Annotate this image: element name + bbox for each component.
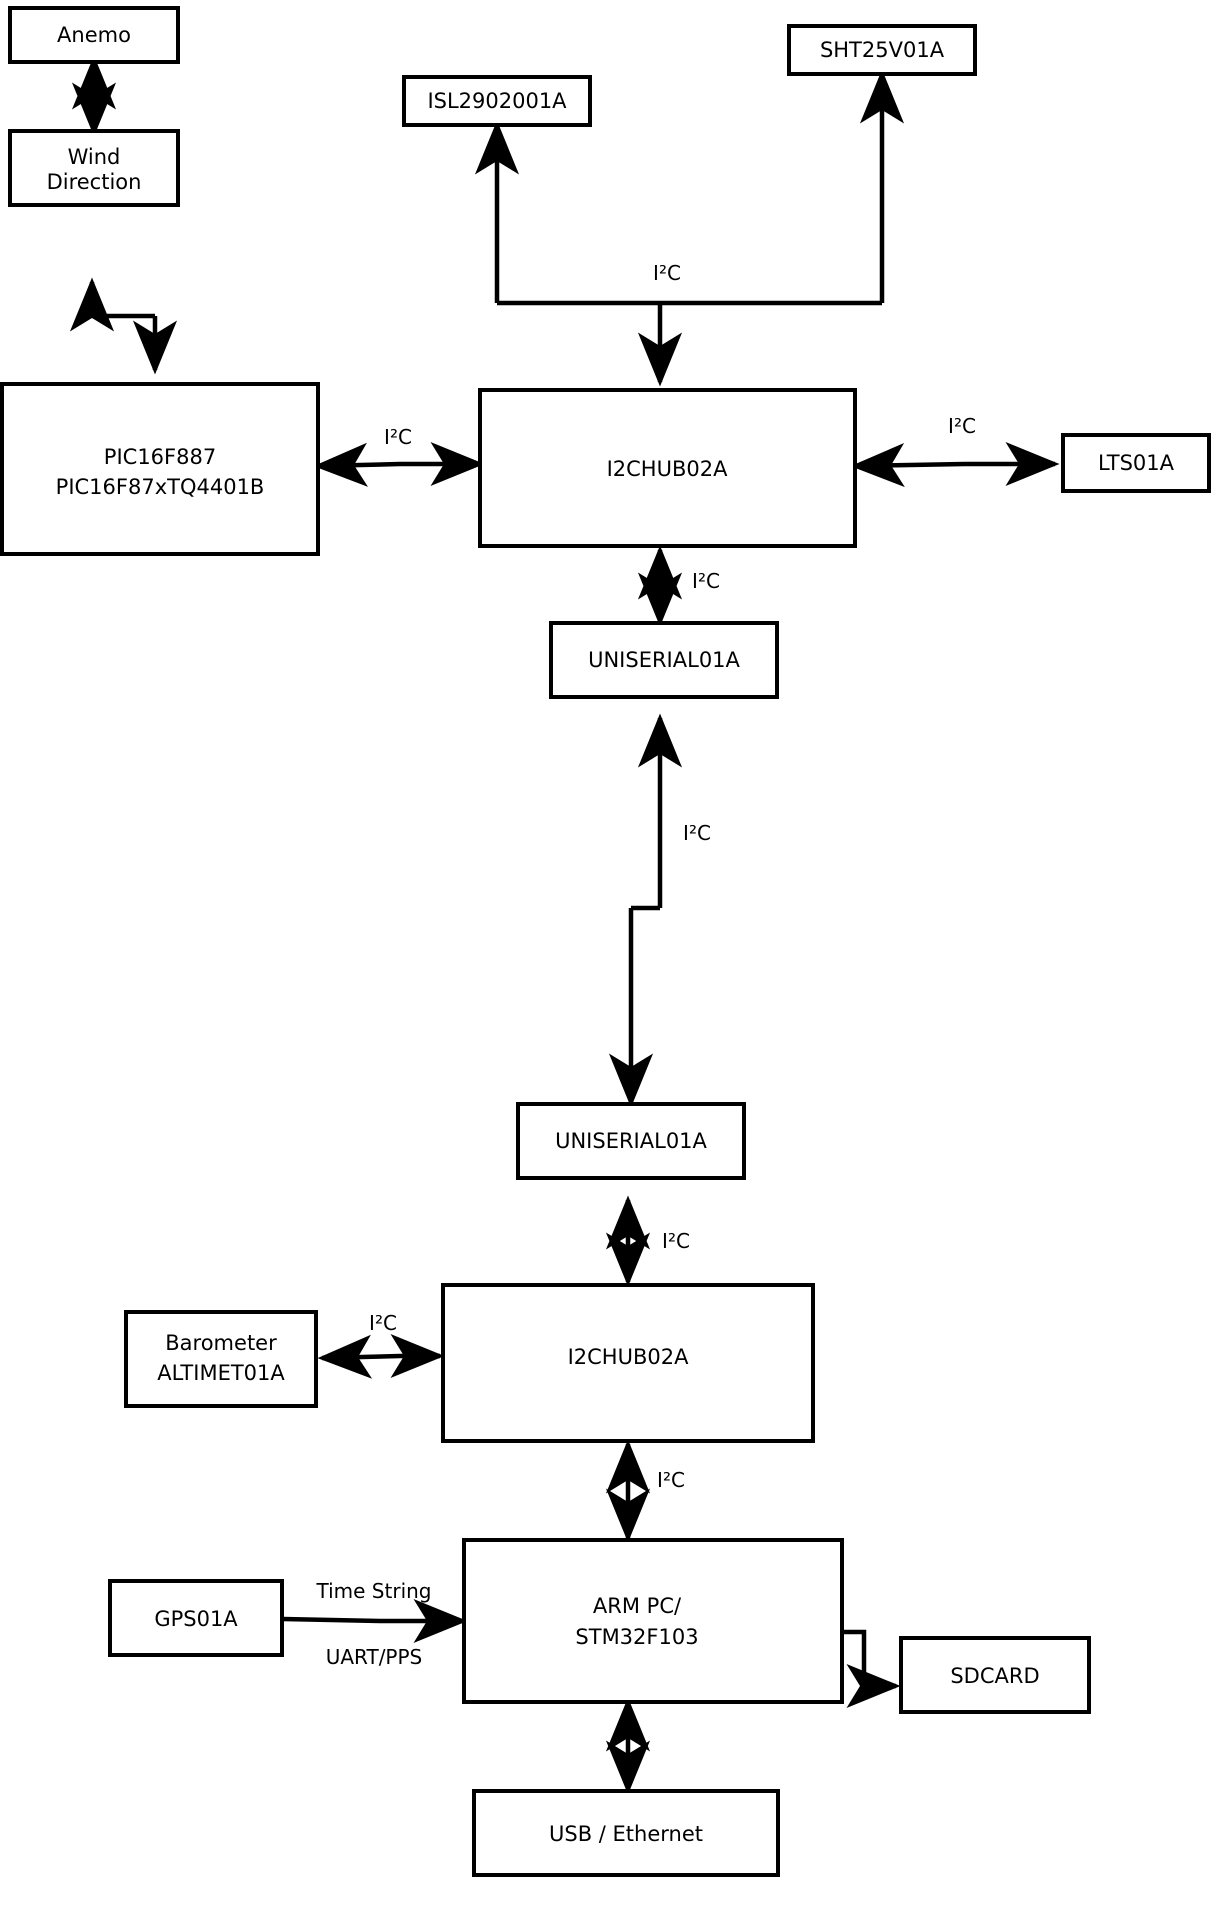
block-sdcard-label: SDCARD — [950, 1664, 1039, 1688]
block-isl2902001a[interactable]: ISL2902001A — [402, 75, 592, 127]
edge-label-i2c-uniserial-hub-bottom: I²C — [662, 1229, 690, 1253]
block-uniserial01a-upper[interactable]: UNISERIAL01A — [549, 621, 779, 699]
connector-arm-to-sdcard — [841, 1629, 901, 1709]
block-pic-microcontroller-rect — [0, 382, 320, 556]
block-i2chub02a-top[interactable]: I2CHUB02A — [478, 388, 857, 548]
block-arm-pc-stm32f103[interactable]: ARM PC/ STM32F103 — [462, 1538, 844, 1704]
block-uniserial01a-upper-rect — [549, 621, 779, 699]
block-isl2902001a-label: ISL2902001A — [427, 89, 567, 113]
block-lts01a-rect — [1061, 433, 1211, 493]
block-wind-direction-label-line2: Direction — [47, 170, 142, 194]
edge-label-i2c-hub-lts: I²C — [948, 414, 976, 438]
block-anemo-label: Anemo — [57, 23, 131, 47]
block-i2chub02a-bottom[interactable]: I2CHUB02A — [441, 1283, 815, 1443]
block-lts01a-label: LTS01A — [1098, 451, 1175, 475]
connector-pic-to-hub-top — [313, 441, 485, 487]
block-barometer-altimet01a-rect — [124, 1310, 318, 1408]
block-wind-direction-rect — [8, 129, 180, 207]
block-sht25v01a[interactable]: SHT25V01A — [787, 24, 977, 76]
block-gps01a[interactable]: GPS01A — [108, 1579, 284, 1657]
block-i2chub02a-top-label: I2CHUB02A — [607, 457, 729, 481]
edge-label-gps-time-string: Time String — [316, 1579, 432, 1603]
block-gps01a-label: GPS01A — [154, 1607, 238, 1631]
block-arm-pc-label-line1: ARM PC/ — [593, 1594, 682, 1618]
block-i2chub02a-bottom-rect — [441, 1283, 815, 1443]
block-arm-pc-rect — [462, 1538, 844, 1704]
edge-label-i2c-uniserial-link: I²C — [683, 821, 711, 845]
block-gps01a-rect — [108, 1579, 284, 1657]
block-sdcard-rect — [899, 1636, 1091, 1714]
block-i2chub02a-top-rect — [478, 388, 857, 548]
block-barometer-label-line2: ALTIMET01A — [157, 1361, 285, 1385]
block-uniserial01a-lower-rect — [516, 1102, 746, 1180]
block-wind-direction-label-line1: Wind — [68, 145, 121, 169]
connector-barometer-to-hub-bottom — [317, 1333, 445, 1379]
block-sdcard[interactable]: SDCARD — [899, 1636, 1091, 1714]
edge-label-i2c-pic-hub: I²C — [384, 425, 412, 449]
edge-label-i2c-hub-uniserial: I²C — [692, 569, 720, 593]
block-usb-ethernet[interactable]: USB / Ethernet — [472, 1789, 780, 1877]
block-pic-label-line1: PIC16F887 — [104, 445, 216, 469]
block-barometer-label-line1: Barometer — [165, 1331, 277, 1355]
block-wind-direction[interactable]: Wind Direction — [8, 129, 180, 207]
block-sht25v01a-rect — [787, 24, 977, 76]
block-sht25v01a-label: SHT25V01A — [820, 38, 945, 62]
block-arm-pc-label-line2: STM32F103 — [575, 1625, 698, 1649]
block-anemo[interactable]: Anemo — [8, 6, 180, 64]
block-lts01a[interactable]: LTS01A — [1061, 433, 1211, 493]
block-uniserial01a-lower-label: UNISERIAL01A — [555, 1129, 707, 1153]
connector-gps-to-arm — [282, 1598, 468, 1644]
block-isl2902001a-rect — [402, 75, 592, 127]
block-pic-label-line2: PIC16F87xTQ4401B — [56, 475, 265, 499]
connector-hub-top-to-lts — [850, 441, 1060, 488]
block-usb-ethernet-label: USB / Ethernet — [549, 1822, 703, 1846]
edge-label-i2c-hub-arm: I²C — [657, 1468, 685, 1492]
edge-label-i2c-bus-top: I²C — [653, 261, 681, 285]
block-i2chub02a-bottom-label: I2CHUB02A — [568, 1345, 690, 1369]
block-uniserial01a-upper-label: UNISERIAL01A — [588, 648, 740, 672]
block-pic-microcontroller[interactable]: PIC16F887 PIC16F87xTQ4401B — [0, 382, 320, 556]
block-uniserial01a-lower[interactable]: UNISERIAL01A — [516, 1102, 746, 1180]
edge-label-i2c-barometer-hub: I²C — [369, 1311, 397, 1335]
edge-label-gps-uart-pps: UART/PPS — [326, 1645, 423, 1669]
block-anemo-rect — [8, 6, 180, 64]
block-barometer-altimet01a[interactable]: Barometer ALTIMET01A — [124, 1310, 318, 1408]
block-usb-ethernet-rect — [472, 1789, 780, 1877]
